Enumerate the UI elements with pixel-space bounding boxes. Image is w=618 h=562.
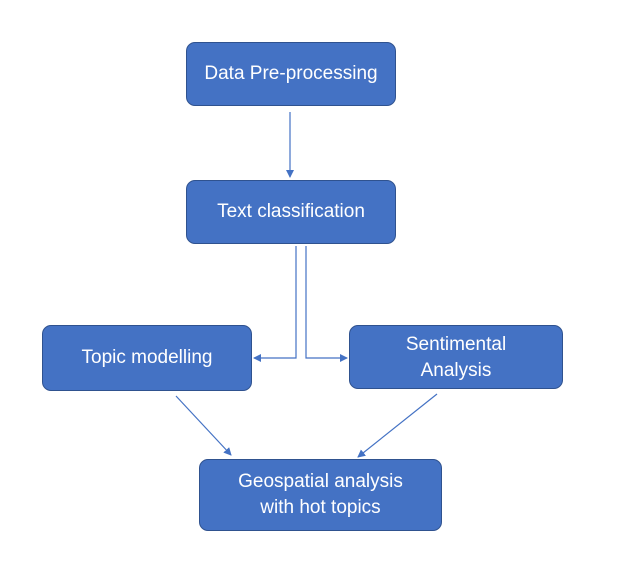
node-topic-modelling: Topic modelling xyxy=(42,325,252,391)
node-label: Geospatial analysis with hot topics xyxy=(238,471,403,518)
node-sentimental-analysis: Sentimental Analysis xyxy=(349,325,563,389)
node-label: Sentimental Analysis xyxy=(405,334,507,381)
arrow-classification-to-sentiment xyxy=(305,246,348,362)
node-label: Text classification xyxy=(217,201,365,222)
node-label: Data Pre-processing xyxy=(204,63,378,84)
node-label: Topic modelling xyxy=(81,347,213,368)
arrow-classification-to-topic xyxy=(253,246,297,362)
arrow-topic-to-geo xyxy=(175,395,232,456)
node-text-classification: Text classification xyxy=(186,180,396,244)
arrow-sentiment-to-geo xyxy=(357,393,438,458)
node-data-preprocessing: Data Pre-processing xyxy=(186,42,396,106)
node-geospatial-analysis: Geospatial analysis with hot topics xyxy=(199,459,442,531)
